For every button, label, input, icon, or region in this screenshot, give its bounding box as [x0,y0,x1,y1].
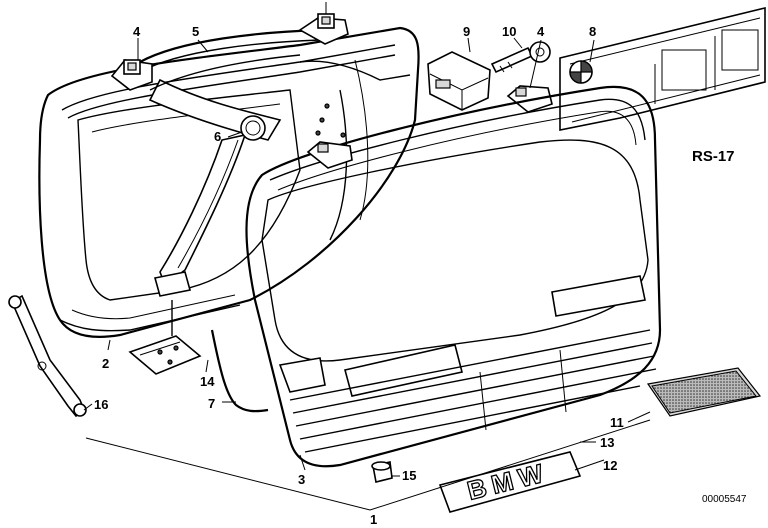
reflector [646,367,762,417]
callout-10: 10 [502,24,516,39]
carry-handle [139,28,321,91]
left-case [38,26,420,338]
callout-12: 12 [603,458,617,473]
callout-3: 3 [298,472,305,487]
callout-1: 1 [370,512,377,527]
round-part [240,115,266,141]
callout-14: 14 [200,374,215,389]
callout-5: 5 [192,24,199,39]
bmw-logo-text: BMW [464,457,552,506]
callout-4-left: 4 [133,24,141,39]
callout-13: 13 [600,435,614,450]
lock-mechanism [427,51,491,111]
callout-8: 8 [589,24,596,39]
part-number: 00005547 [702,494,747,505]
bracket [128,300,202,375]
callout-2: 2 [102,356,109,371]
callout-7: 7 [208,396,215,411]
latch-left [110,59,153,91]
case-strap [148,78,282,297]
bmw-emblem: BMW [438,451,582,513]
rod [210,329,269,413]
callout-9: 9 [463,24,470,39]
callout-11: 11 [610,415,624,430]
callout-16: 16 [94,397,108,412]
latch-top [298,13,349,45]
key [490,41,551,74]
leader-lines [83,2,651,511]
diagram-code: RS-17 [692,148,735,165]
callout-4-right: 4 [537,24,545,39]
front-case [245,85,662,468]
rubber-foot [371,461,393,483]
callout-labels: 4 5 9 10 4 8 6 2 14 7 16 3 15 11 13 12 1 [94,24,624,527]
holder [8,294,87,418]
callout-6: 6 [214,129,221,144]
callout-15: 15 [402,468,416,483]
